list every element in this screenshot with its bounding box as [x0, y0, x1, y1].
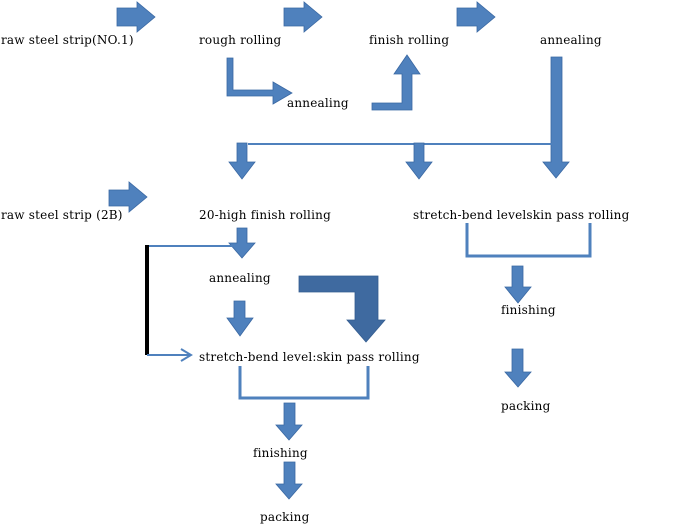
block-arrow-down-icon — [275, 461, 303, 500]
node-raw-steel-strip-no1: raw steel strip(NO.1) — [1, 33, 134, 47]
bracket-connector — [465, 223, 592, 258]
bent-up-arrow-icon — [371, 54, 421, 111]
node-packing-left: packing — [260, 510, 310, 524]
node-rough-rolling: rough rolling — [199, 33, 282, 47]
block-arrow-down-icon — [275, 402, 303, 441]
bracket-connector — [238, 366, 370, 400]
node-stretch-bend-level-right: stretch-bend levelskin pass rolling — [413, 208, 630, 222]
block-arrow-right-icon — [116, 1, 156, 33]
node-annealing-top: annealing — [540, 33, 602, 47]
block-arrow-down-icon — [228, 142, 256, 180]
node-stretch-bend-level-left: stretch-bend level:skin pass rolling — [199, 350, 420, 364]
bent-arrow-icon — [298, 275, 386, 343]
node-annealing-mid: annealing — [287, 96, 349, 110]
block-arrow-down-icon — [542, 56, 570, 179]
block-arrow-right-icon — [108, 181, 148, 213]
node-annealing-2b: annealing — [209, 271, 271, 285]
node-finish-rolling: finish rolling — [369, 33, 450, 47]
block-arrow-down-icon — [504, 265, 532, 304]
bent-arrow-icon — [226, 57, 293, 105]
node-finishing-left: finishing — [253, 446, 308, 460]
node-packing-right: packing — [501, 399, 551, 413]
thin-arrow-right-icon — [180, 348, 193, 362]
node-20-high-finish-rolling: 20-high finish rolling — [199, 208, 331, 222]
block-arrow-down-icon — [228, 227, 256, 259]
block-arrow-down-icon — [405, 142, 433, 180]
block-arrow-down-icon — [226, 300, 254, 337]
block-arrow-down-icon — [504, 348, 532, 388]
block-arrow-right-icon — [456, 1, 496, 33]
node-raw-steel-strip-2b: raw steel strip (2B) — [1, 208, 123, 222]
black-bypass-bar — [145, 245, 149, 355]
block-arrow-right-icon — [283, 1, 323, 33]
node-finishing-right: finishing — [501, 303, 556, 317]
